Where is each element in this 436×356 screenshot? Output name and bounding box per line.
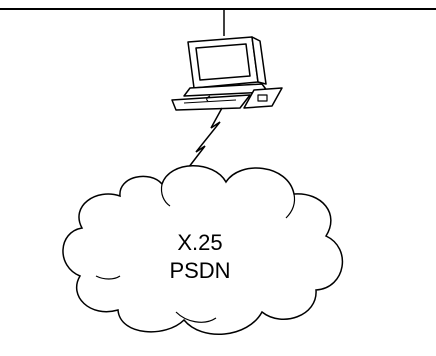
- network-cloud: [62, 165, 344, 336]
- computer-terminal-icon: [171, 36, 283, 111]
- cloud-detail-bottom: [175, 311, 217, 323]
- cloud-detail-right: [285, 193, 296, 219]
- cloud-label-x25: X.25: [177, 230, 223, 255]
- monitor-side: [251, 36, 267, 85]
- keyboard: [171, 94, 251, 111]
- monitor-screen: [195, 43, 251, 81]
- cloud-label-psdn: PSDN: [169, 258, 231, 283]
- cloud-detail-top: [160, 183, 171, 207]
- keyboard-keys: [183, 99, 237, 104]
- cloud-detail-left: [95, 275, 121, 280]
- mouse: [257, 94, 268, 102]
- keyboard-cable: [206, 95, 211, 102]
